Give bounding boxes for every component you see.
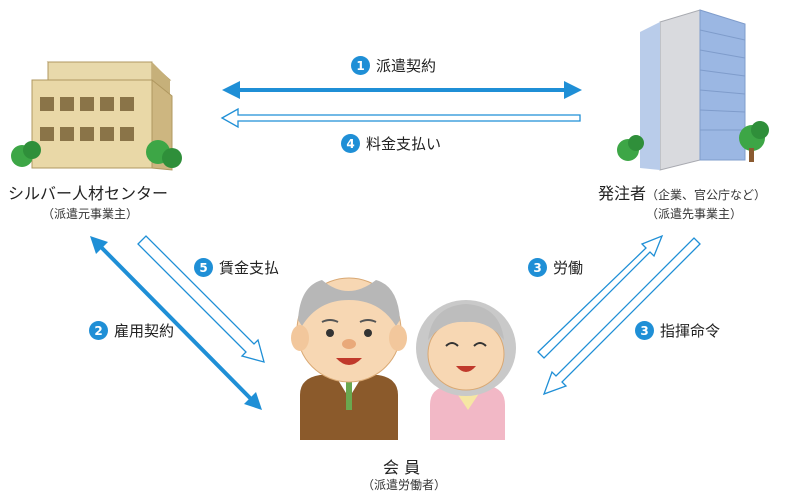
client-office-building-icon [617,9,769,171]
step-number-badge: 3 [635,321,654,340]
step-label: 料金支払い [366,135,442,153]
step-fee-payment: 4 料金支払い [341,133,441,154]
labor-arrow [537,234,664,359]
fee-payment-arrow [220,107,581,129]
right-party-role: （派遣先事業主） [646,207,743,221]
left-party-name: シルバー人材センター [8,184,169,203]
step-employment-contract: 2 雇用契約 [89,320,174,341]
step-dispatch-contract: 1 派遣契約 [351,55,436,76]
step-label: 労働 [553,259,584,277]
right-party-name: 発注者 [598,184,647,203]
step-wage-payment: 5 賃金支払 [194,257,279,278]
wage-payment-arrow [137,235,265,363]
step-number-badge: 1 [351,56,370,75]
step-label: 派遣契約 [376,57,437,75]
left-party-role: （派遣元事業主） [42,207,139,221]
step-label: 指揮命令 [660,322,721,340]
bottom-party-name: 会 員 [383,458,421,477]
step-number-badge: 2 [89,321,108,340]
silver-center-building-icon [11,61,182,171]
right-party-name-note: （企業、官公庁など） [646,188,767,202]
step-number-badge: 4 [341,134,360,153]
member-woman-icon [416,300,516,440]
dispatch-contract-arrow [222,81,582,99]
member-man-icon [291,277,407,440]
step-labor: 3 労働 [528,257,583,278]
step-number-badge: 5 [194,258,213,277]
step-number-badge: 3 [528,258,547,277]
right-party-label: 発注者（企業、官公庁など） [598,180,766,204]
step-label: 雇用契約 [114,322,175,340]
direction-command-arrow [542,237,701,396]
step-direction-command: 3 指揮命令 [635,320,720,341]
bottom-party-role: （派遣労働者） [362,478,447,492]
employment-contract-arrow [90,236,262,410]
step-label: 賃金支払 [219,259,280,277]
